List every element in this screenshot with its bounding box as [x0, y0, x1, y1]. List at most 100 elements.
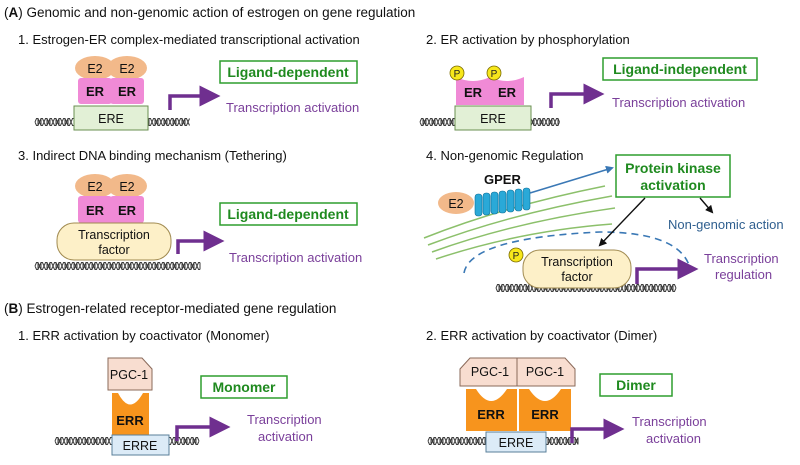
- pgc1-coactivator: PGC-1: [107, 357, 153, 391]
- ligand-dependent-tag: Ligand-dependent: [219, 202, 358, 226]
- svg-text:factor: factor: [561, 270, 592, 284]
- svg-text:ERR: ERR: [116, 413, 144, 428]
- svg-text:ERRE: ERRE: [123, 439, 158, 453]
- panel-a2-title: 2. ER activation by phosphorylation: [426, 32, 630, 47]
- transcription-arrow: [168, 85, 221, 110]
- transcription-activation-label: Transcription activation: [612, 95, 745, 110]
- svg-text:P: P: [491, 69, 498, 80]
- svg-text:ER: ER: [464, 85, 483, 100]
- svg-text:E2: E2: [119, 62, 134, 76]
- er-receptor: ER: [456, 77, 490, 105]
- svg-text:ER: ER: [86, 84, 105, 99]
- svg-text:PGC-1: PGC-1: [526, 365, 564, 379]
- phosphate-group: P: [508, 247, 524, 263]
- section-a-header: (A) Genomic and non-genomic action of es…: [4, 5, 415, 20]
- er-receptor: ER: [78, 78, 112, 104]
- nuclear-envelope: [463, 231, 691, 274]
- svg-text:ER: ER: [86, 203, 105, 218]
- svg-text:Ligand-independent: Ligand-independent: [613, 61, 747, 77]
- non-genomic-action-label: Non-genomic action: [668, 217, 784, 232]
- svg-text:E2: E2: [87, 62, 102, 76]
- panel-b1-title: 1. ERR activation by coactivator (Monome…: [18, 328, 269, 343]
- panel-b1: 1. ERR activation by coactivator (Monome…: [18, 328, 322, 456]
- section-b-header: (B) Estrogen-related receptor-mediated g…: [4, 301, 336, 316]
- e2-ligand: E2: [75, 174, 115, 198]
- svg-text:Monomer: Monomer: [213, 379, 277, 395]
- svg-text:Transcription: Transcription: [78, 228, 150, 242]
- err-receptor: ERR: [519, 389, 571, 431]
- transcription-arrow: [175, 416, 231, 441]
- panel-a3-title: 3. Indirect DNA binding mechanism (Tethe…: [18, 148, 287, 163]
- ere-element: ERE: [73, 105, 149, 131]
- transcription-factor: Transcription factor: [56, 222, 172, 261]
- svg-text:E2: E2: [448, 197, 463, 211]
- gper-label: GPER: [484, 172, 521, 187]
- err-receptor: ERR: [466, 389, 517, 431]
- dimer-tag: Dimer: [599, 373, 673, 397]
- svg-text:ERE: ERE: [480, 112, 506, 126]
- svg-text:Ligand-dependent: Ligand-dependent: [227, 206, 349, 222]
- svg-text:activation: activation: [640, 177, 705, 193]
- transcription-regulation-label: regulation: [715, 267, 772, 282]
- e2-ligand: E2: [438, 192, 474, 214]
- ligand-independent-tag: Ligand-independent: [602, 57, 758, 81]
- svg-text:Dimer: Dimer: [616, 377, 656, 393]
- err-receptor: ERR: [112, 393, 149, 435]
- panel-b2-title: 2. ERR activation by coactivator (Dimer): [426, 328, 657, 343]
- svg-text:ER: ER: [498, 85, 517, 100]
- svg-text:ERRE: ERRE: [499, 436, 534, 450]
- transcription-activation-label: activation: [646, 431, 701, 446]
- transcription-arrow: [635, 258, 699, 284]
- transcription-arrow: [176, 230, 225, 254]
- panel-a4: 4. Non-genomic Regulation E2 GPER Prot: [423, 148, 784, 292]
- dna-strand: [34, 262, 201, 270]
- svg-text:PGC-1: PGC-1: [110, 368, 148, 382]
- e2-ligand: E2: [107, 174, 147, 198]
- signal-arrow: [529, 165, 614, 194]
- ere-element: ERE: [454, 105, 532, 131]
- svg-text:ER: ER: [118, 84, 137, 99]
- e2-ligand: E2: [75, 56, 115, 80]
- svg-text:ER: ER: [118, 203, 137, 218]
- ligand-dependent-tag: Ligand-dependent: [219, 60, 358, 84]
- erre-element: ERRE: [111, 434, 170, 456]
- erre-element: ERRE: [485, 431, 547, 453]
- svg-text:Protein kinase: Protein kinase: [625, 160, 721, 176]
- er-receptor: ER: [490, 77, 524, 105]
- e2-ligand: E2: [107, 56, 147, 80]
- monomer-tag: Monomer: [200, 375, 288, 399]
- svg-text:P: P: [454, 69, 461, 80]
- svg-text:ERR: ERR: [531, 407, 559, 422]
- svg-text:ERE: ERE: [98, 112, 124, 126]
- er-receptor: ER: [110, 196, 144, 223]
- kinase-to-nucleus-arrow: [598, 197, 646, 247]
- pgc1-coactivator: PGC-1: [516, 357, 576, 387]
- svg-text:factor: factor: [98, 243, 129, 257]
- phosphate-group: P: [486, 65, 502, 81]
- panel-a1-title: 1. Estrogen-ER complex-mediated transcri…: [18, 32, 360, 47]
- panel-a4-title: 4. Non-genomic Regulation: [426, 148, 584, 163]
- transcription-activation-label: Transcription: [247, 412, 322, 427]
- svg-text:ERR: ERR: [477, 407, 505, 422]
- cell-membrane: [423, 185, 616, 260]
- transcription-activation-label: Transcription: [632, 414, 707, 429]
- transcription-activation-label: activation: [258, 429, 313, 444]
- svg-text:E2: E2: [87, 180, 102, 194]
- er-receptor: ER: [78, 196, 112, 223]
- panel-a2: 2. ER activation by phosphorylation ER E…: [419, 32, 758, 131]
- transcription-activation-label: Transcription activation: [229, 250, 362, 265]
- phosphate-group: P: [449, 65, 465, 81]
- svg-text:Transcription: Transcription: [541, 255, 613, 269]
- svg-text:Ligand-dependent: Ligand-dependent: [227, 64, 349, 80]
- panel-a1: 1. Estrogen-ER complex-mediated transcri…: [18, 32, 360, 131]
- transcription-arrow: [570, 418, 625, 443]
- transcription-arrow: [549, 83, 605, 108]
- transcription-activation-label: Transcription activation: [226, 100, 359, 115]
- svg-text:P: P: [513, 251, 520, 262]
- panel-b2: 2. ERR activation by coactivator (Dimer)…: [426, 328, 707, 453]
- transcription-factor: Transcription factor: [522, 249, 632, 289]
- kinase-to-nongenomic-arrow: [699, 197, 714, 214]
- svg-text:E2: E2: [119, 180, 134, 194]
- pgc1-coactivator: PGC-1: [459, 357, 518, 387]
